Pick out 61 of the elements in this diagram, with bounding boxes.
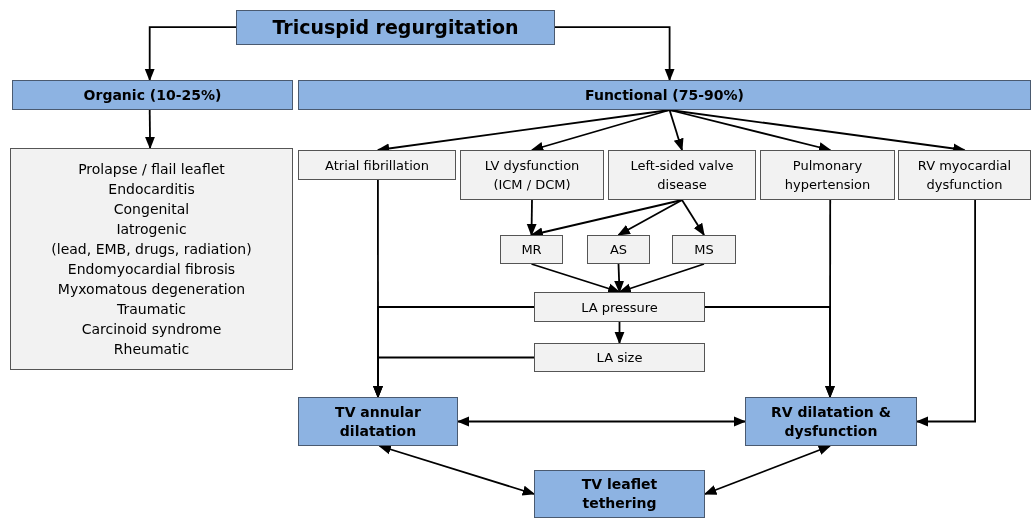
arrow xyxy=(824,199,836,399)
arrow xyxy=(526,199,537,237)
node-text: Endocarditis xyxy=(108,180,195,199)
node-text: TV leaflet tethering xyxy=(580,475,659,513)
outcome-box xyxy=(745,397,917,446)
arrow xyxy=(530,263,621,294)
title-box xyxy=(236,10,555,45)
category-box xyxy=(12,80,293,110)
node-text: Carcinoid syndrome xyxy=(81,320,222,339)
process-box xyxy=(500,235,563,264)
node-text: Endomyocardial fibrosis xyxy=(67,260,236,279)
process-box xyxy=(534,343,705,372)
node-text: Traumatic xyxy=(117,300,186,319)
cause-list-box xyxy=(10,148,293,370)
process-box xyxy=(672,235,736,264)
node-text: Congenital xyxy=(113,200,190,219)
node-text: TV annular dilatation xyxy=(334,402,422,441)
process-box xyxy=(587,235,650,264)
node-text: LV dysfunction (ICM / DCM) xyxy=(483,157,581,194)
process-box xyxy=(760,150,895,200)
node-text: MS xyxy=(694,241,714,259)
process-box xyxy=(298,150,456,180)
arrow xyxy=(530,109,671,152)
arrow xyxy=(618,263,705,294)
node-text: Myxomatous degeneration xyxy=(57,280,246,299)
node-text: Pulmonary hypertension xyxy=(783,157,872,194)
node-text: Left-sided valve disease xyxy=(629,157,735,194)
node-text: LA pressure xyxy=(581,298,658,317)
node-text: Organic (10-25%) xyxy=(83,85,222,105)
node-text: Atrial fibrillation xyxy=(325,156,429,175)
arrow xyxy=(915,199,976,427)
node-text: RV myocardial dysfunction xyxy=(916,157,1013,194)
category-box xyxy=(298,80,1031,110)
node-text: Tricuspid regurgitation xyxy=(272,15,519,41)
node-text: (lead, EMB, drugs, radiation) xyxy=(51,240,252,259)
arrow xyxy=(378,444,536,496)
node-text: LA size xyxy=(596,349,643,367)
arrow xyxy=(617,199,683,236)
node-text: RV dilatation & dysfunction xyxy=(770,402,892,441)
node-text: Prolapse / flail leaflet xyxy=(78,160,225,179)
arrow xyxy=(144,109,155,150)
arrow xyxy=(668,109,684,152)
arrow xyxy=(703,445,832,495)
process-box xyxy=(608,150,756,200)
outcome-box xyxy=(534,470,705,518)
node-text: MR xyxy=(521,241,542,259)
node-text: Functional (75-90%) xyxy=(585,85,744,105)
node-text: Iatrogenic xyxy=(116,220,187,239)
arrow xyxy=(681,199,705,237)
node-text: AS xyxy=(609,241,628,259)
process-box xyxy=(898,150,1031,200)
arrow xyxy=(614,263,625,294)
arrow xyxy=(456,416,747,427)
outcome-box xyxy=(298,397,458,446)
process-box xyxy=(460,150,604,200)
arrow xyxy=(144,26,237,82)
arrow xyxy=(372,179,384,399)
process-box xyxy=(534,292,705,322)
arrow xyxy=(614,321,625,345)
node-text: Rheumatic xyxy=(113,340,190,359)
arrow xyxy=(554,26,675,82)
